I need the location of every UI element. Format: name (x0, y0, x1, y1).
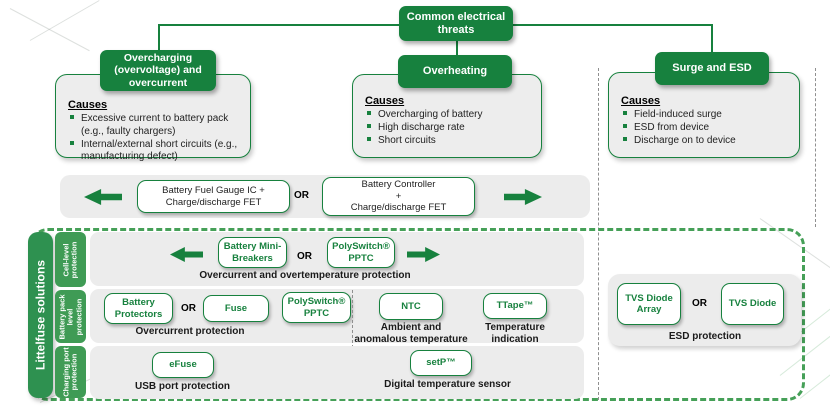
or-label: OR (692, 298, 707, 309)
surge-esd-title: Surge and ESD (672, 62, 752, 75)
charging-port-label: Charging port protection (61, 347, 79, 397)
esd-column-separator (598, 68, 599, 400)
tvs-diode-array-box: TVS Diode Array (617, 283, 681, 325)
cause-item: Excessive current to battery pack (e.g.,… (70, 113, 242, 139)
polyswitch-pptc-box: PolySwitch® PPTC (327, 237, 395, 268)
polyswitch-pptc-box: PolySwitch® PPTC (282, 292, 351, 323)
causes-heading: Causes (621, 95, 661, 107)
digital-temperature-sensor-caption: Digital temperature sensor (384, 379, 511, 390)
ambient-temperature-caption: Ambient and anomalous temperature (354, 322, 468, 345)
battery-pack-level-label-box: Battery pack level protection (55, 290, 86, 343)
esd-column-separator (815, 68, 816, 227)
tvs-diode-box: TVS Diode (721, 283, 784, 325)
cause-item: ESD from device (623, 122, 791, 135)
connector-line (513, 24, 711, 26)
cause-item: Discharge on to device (623, 135, 791, 148)
littelfuse-solutions-sidebar: Littelfuse solutions (28, 232, 53, 398)
or-label: OR (181, 303, 196, 314)
connector-line (158, 24, 399, 26)
battery-mini-breakers-box: Battery Mini- Breakers (218, 237, 287, 268)
setp-box: setP™ (410, 350, 472, 376)
or-label: OR (297, 251, 312, 262)
overcharging-title-box: Overcharging (overvoltage) and overcurre… (100, 50, 216, 91)
esd-protection-caption: ESD protection (668, 331, 742, 342)
cell-level-caption: Overcurrent and overtemperature protecti… (199, 270, 411, 281)
charging-port-label-box: Charging port protection (55, 346, 86, 398)
cause-item: Overcharging of battery (367, 109, 533, 122)
connector-line (711, 24, 713, 57)
decor-line (29, 0, 100, 41)
or-label: OR (294, 190, 309, 201)
cell-level-label: Cell-level protection (61, 241, 79, 278)
causes-heading: Causes (68, 99, 108, 111)
cell-level-label-box: Cell-level protection (55, 232, 86, 287)
temperature-indication-caption: Temperature indication (485, 322, 545, 345)
littelfuse-solutions-label: Littelfuse solutions (32, 260, 47, 371)
battery-protectors-box: Battery Protectors (104, 293, 173, 324)
battery-pack-level-label: Battery pack level protection (56, 293, 83, 340)
connector-line (158, 24, 160, 53)
row-group-separator (352, 290, 353, 398)
root-threats-box: Common electrical threats (399, 6, 513, 41)
overheating-title: Overheating (422, 65, 488, 78)
fuse-box: Fuse (203, 295, 269, 322)
efuse-box: eFuse (152, 352, 214, 378)
cause-item: Internal/external short circuits (e.g., … (70, 139, 242, 165)
root-threats-label: Common electrical threats (406, 10, 506, 36)
causes-heading: Causes (365, 95, 405, 107)
ttape-box: TTape™ (483, 293, 547, 319)
connector-line (456, 40, 458, 57)
cause-item: Short circuits (367, 135, 533, 148)
ntc-box: NTC (379, 293, 443, 320)
battery-fuel-gauge-box: Battery Fuel Gauge IC + Charge/discharge… (137, 180, 290, 213)
overcurrent-protection-caption: Overcurrent protection (135, 326, 245, 337)
cause-item: Field-induced surge (623, 109, 791, 122)
overheating-title-box: Overheating (398, 55, 512, 88)
causes-list: Excessive current to battery pack (e.g.,… (66, 113, 242, 164)
overcharging-title: Overcharging (overvoltage) and overcurre… (114, 52, 202, 89)
cause-item: High discharge rate (367, 122, 533, 135)
battery-controller-box: Battery Controller + Charge/discharge FE… (322, 177, 475, 216)
usb-port-protection-caption: USB port protection (135, 381, 230, 392)
surge-esd-title-box: Surge and ESD (655, 52, 769, 85)
